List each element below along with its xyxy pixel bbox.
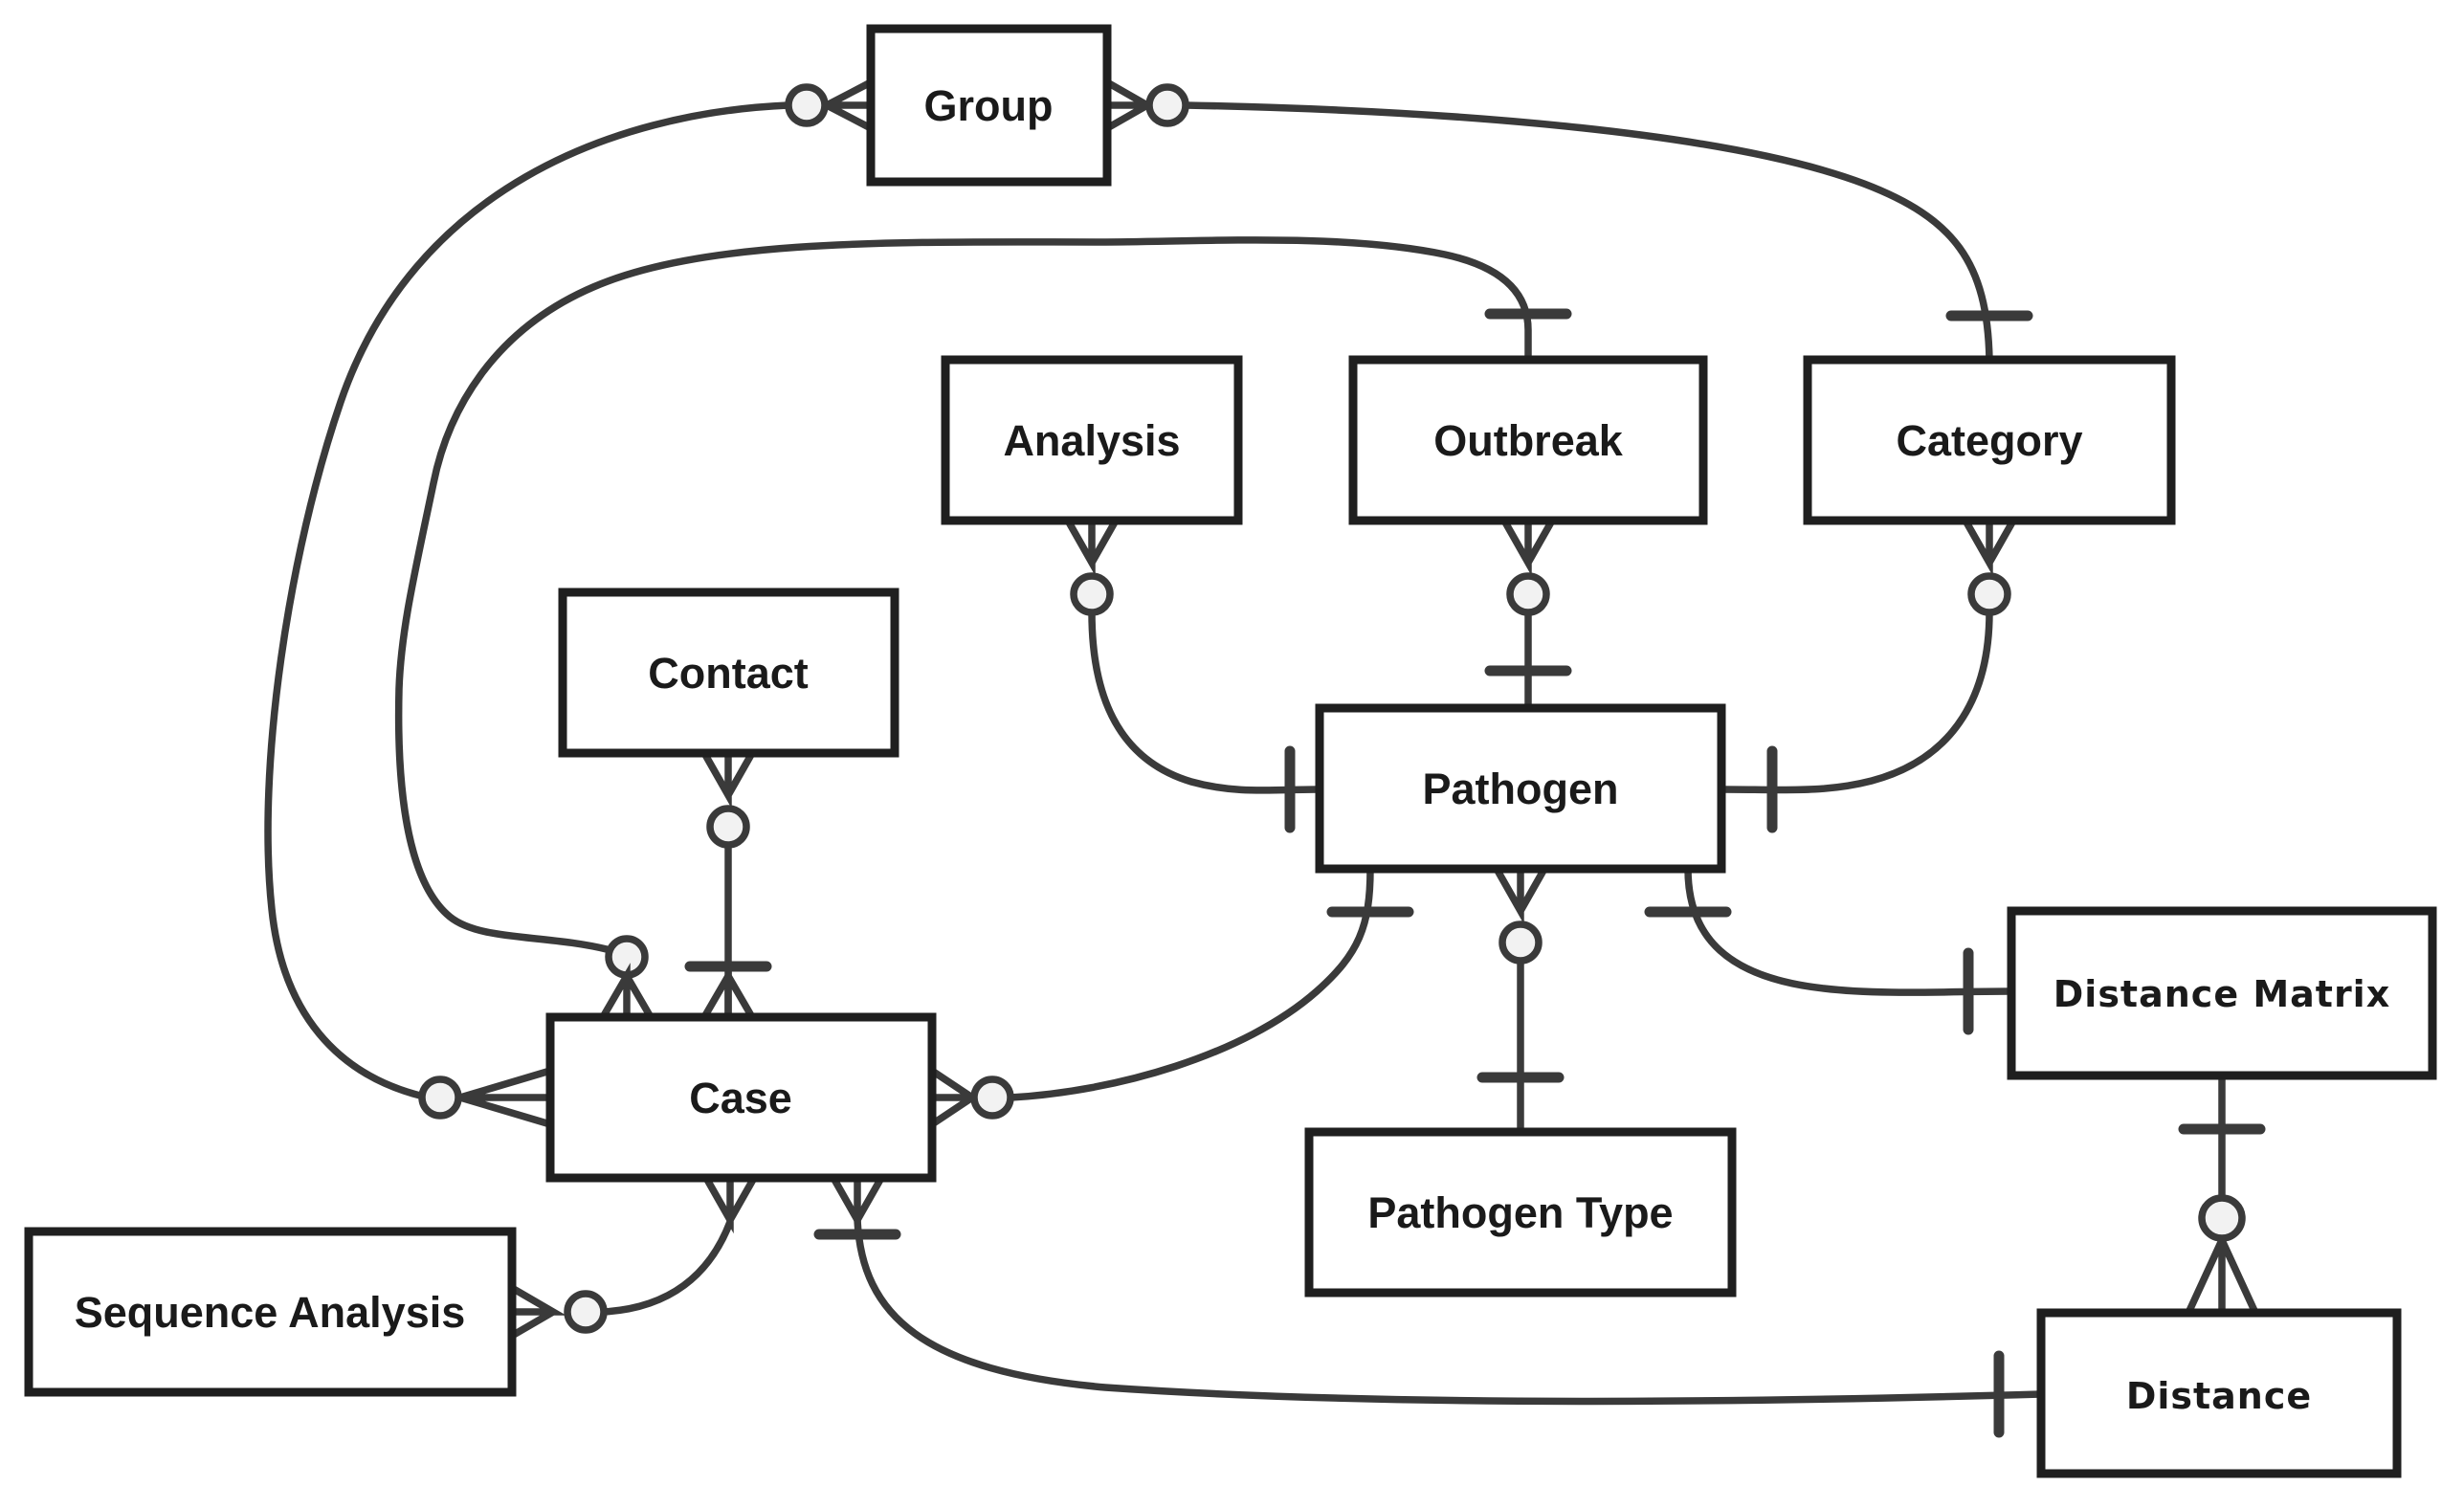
entity-box xyxy=(24,1227,517,1397)
zero-circle-icon xyxy=(1498,920,1543,965)
crow-foot-icon xyxy=(825,78,873,132)
entity-label: Sequence Analysis xyxy=(75,1288,466,1337)
entity-case: Case xyxy=(545,1012,937,1183)
entity-box xyxy=(1304,1127,1737,1297)
relationship-outbreak-pathogen xyxy=(1484,519,1572,708)
crow-foot-icon xyxy=(1962,519,2017,577)
entity-label: Outbreak xyxy=(1433,416,1624,465)
zero-circle-icon xyxy=(785,83,829,127)
crow-foot-icon xyxy=(700,751,756,810)
entity-group: Group xyxy=(866,24,1112,187)
entity-label: Case xyxy=(689,1074,792,1122)
relationship-line xyxy=(264,101,789,1100)
zero-circle-icon xyxy=(970,1076,1014,1120)
relationship-pathogen-distancematrix xyxy=(1644,868,2012,1035)
relationship-case-group xyxy=(264,78,873,1128)
crow-foot-icon xyxy=(510,1284,566,1340)
entity-box xyxy=(1348,355,1708,525)
entity-box xyxy=(941,355,1243,525)
zero-circle-icon xyxy=(418,1076,462,1120)
crow-foot-icon xyxy=(1493,867,1548,925)
entity-contact: Contact xyxy=(558,588,899,758)
entity-box xyxy=(2007,906,2437,1080)
entity-outbreak: Outbreak xyxy=(1348,355,1708,525)
relationship-line xyxy=(1684,868,2012,996)
entity-label: Group xyxy=(924,81,1054,130)
entity-label: Analysis xyxy=(1003,416,1180,465)
crow-foot-icon xyxy=(1105,78,1162,132)
entity-distance-matrix: Distance Matrix xyxy=(2007,906,2437,1080)
relationship-contact-case xyxy=(684,751,772,1019)
relationship-sequenceanalysis-case xyxy=(510,1176,758,1340)
entity-label: Contact xyxy=(648,649,809,698)
entity-pathogen: Pathogen xyxy=(1315,703,1726,874)
entity-label: Category xyxy=(1896,416,2082,465)
crow-foot-icon xyxy=(1064,519,1120,577)
entity-pathogen-type: Pathogen Type xyxy=(1304,1127,1737,1297)
entity-box xyxy=(866,24,1112,187)
relationship-line xyxy=(1088,611,1321,794)
zero-circle-icon xyxy=(564,1290,608,1334)
zero-circle-icon xyxy=(2198,1194,2246,1242)
entity-label: Distance Matrix xyxy=(2053,973,2390,1015)
entity-box xyxy=(1315,703,1726,874)
zero-circle-icon xyxy=(1967,572,2011,616)
relationship-case-distance xyxy=(813,1176,2042,1438)
entity-category: Category xyxy=(1803,355,2176,525)
entity-label: Pathogen xyxy=(1422,765,1618,813)
zero-circle-icon xyxy=(1070,572,1114,616)
relationship-line xyxy=(394,236,1532,954)
relationship-line xyxy=(1010,868,1374,1101)
relationship-distancematrix-distance xyxy=(2178,1076,2266,1315)
relationship-group-category xyxy=(1105,78,2033,361)
relationship-category-pathogen xyxy=(1720,519,2017,833)
relationship-line xyxy=(1185,101,1993,361)
crow-foot-icon xyxy=(599,963,655,1019)
crow-foot-icon xyxy=(2185,1238,2259,1315)
relationship-line xyxy=(854,1219,2042,1406)
relationship-line xyxy=(1720,611,1993,794)
entity-box xyxy=(545,1012,937,1183)
entity-box xyxy=(1803,355,2176,525)
crow-foot-icon xyxy=(929,1067,985,1128)
relationship-line xyxy=(603,1220,734,1316)
zero-circle-icon xyxy=(1506,572,1550,616)
entity-label: Pathogen Type xyxy=(1367,1188,1673,1237)
crow-foot-icon xyxy=(830,1176,885,1234)
crow-foot-icon xyxy=(702,1176,758,1234)
relationship-pathogen-pathogentype xyxy=(1476,867,1565,1132)
entity-label: Distance xyxy=(2126,1375,2312,1417)
entity-analysis: Analysis xyxy=(941,355,1243,525)
relationship-analysis-pathogen xyxy=(1064,519,1321,833)
relationship-case-outbreak xyxy=(394,236,1572,1019)
relationship-case-pathogen xyxy=(929,868,1414,1128)
entity-box xyxy=(558,588,899,758)
entity-distance: Distance xyxy=(2036,1308,2402,1478)
crow-foot-icon xyxy=(700,963,756,1019)
crow-foot-icon xyxy=(1500,519,1556,577)
zero-circle-icon xyxy=(706,805,750,849)
zero-circle-icon xyxy=(1145,83,1189,127)
entity-box xyxy=(2036,1308,2402,1478)
entity-sequence-analysis: Sequence Analysis xyxy=(24,1227,517,1397)
crow-foot-icon xyxy=(458,1067,552,1128)
